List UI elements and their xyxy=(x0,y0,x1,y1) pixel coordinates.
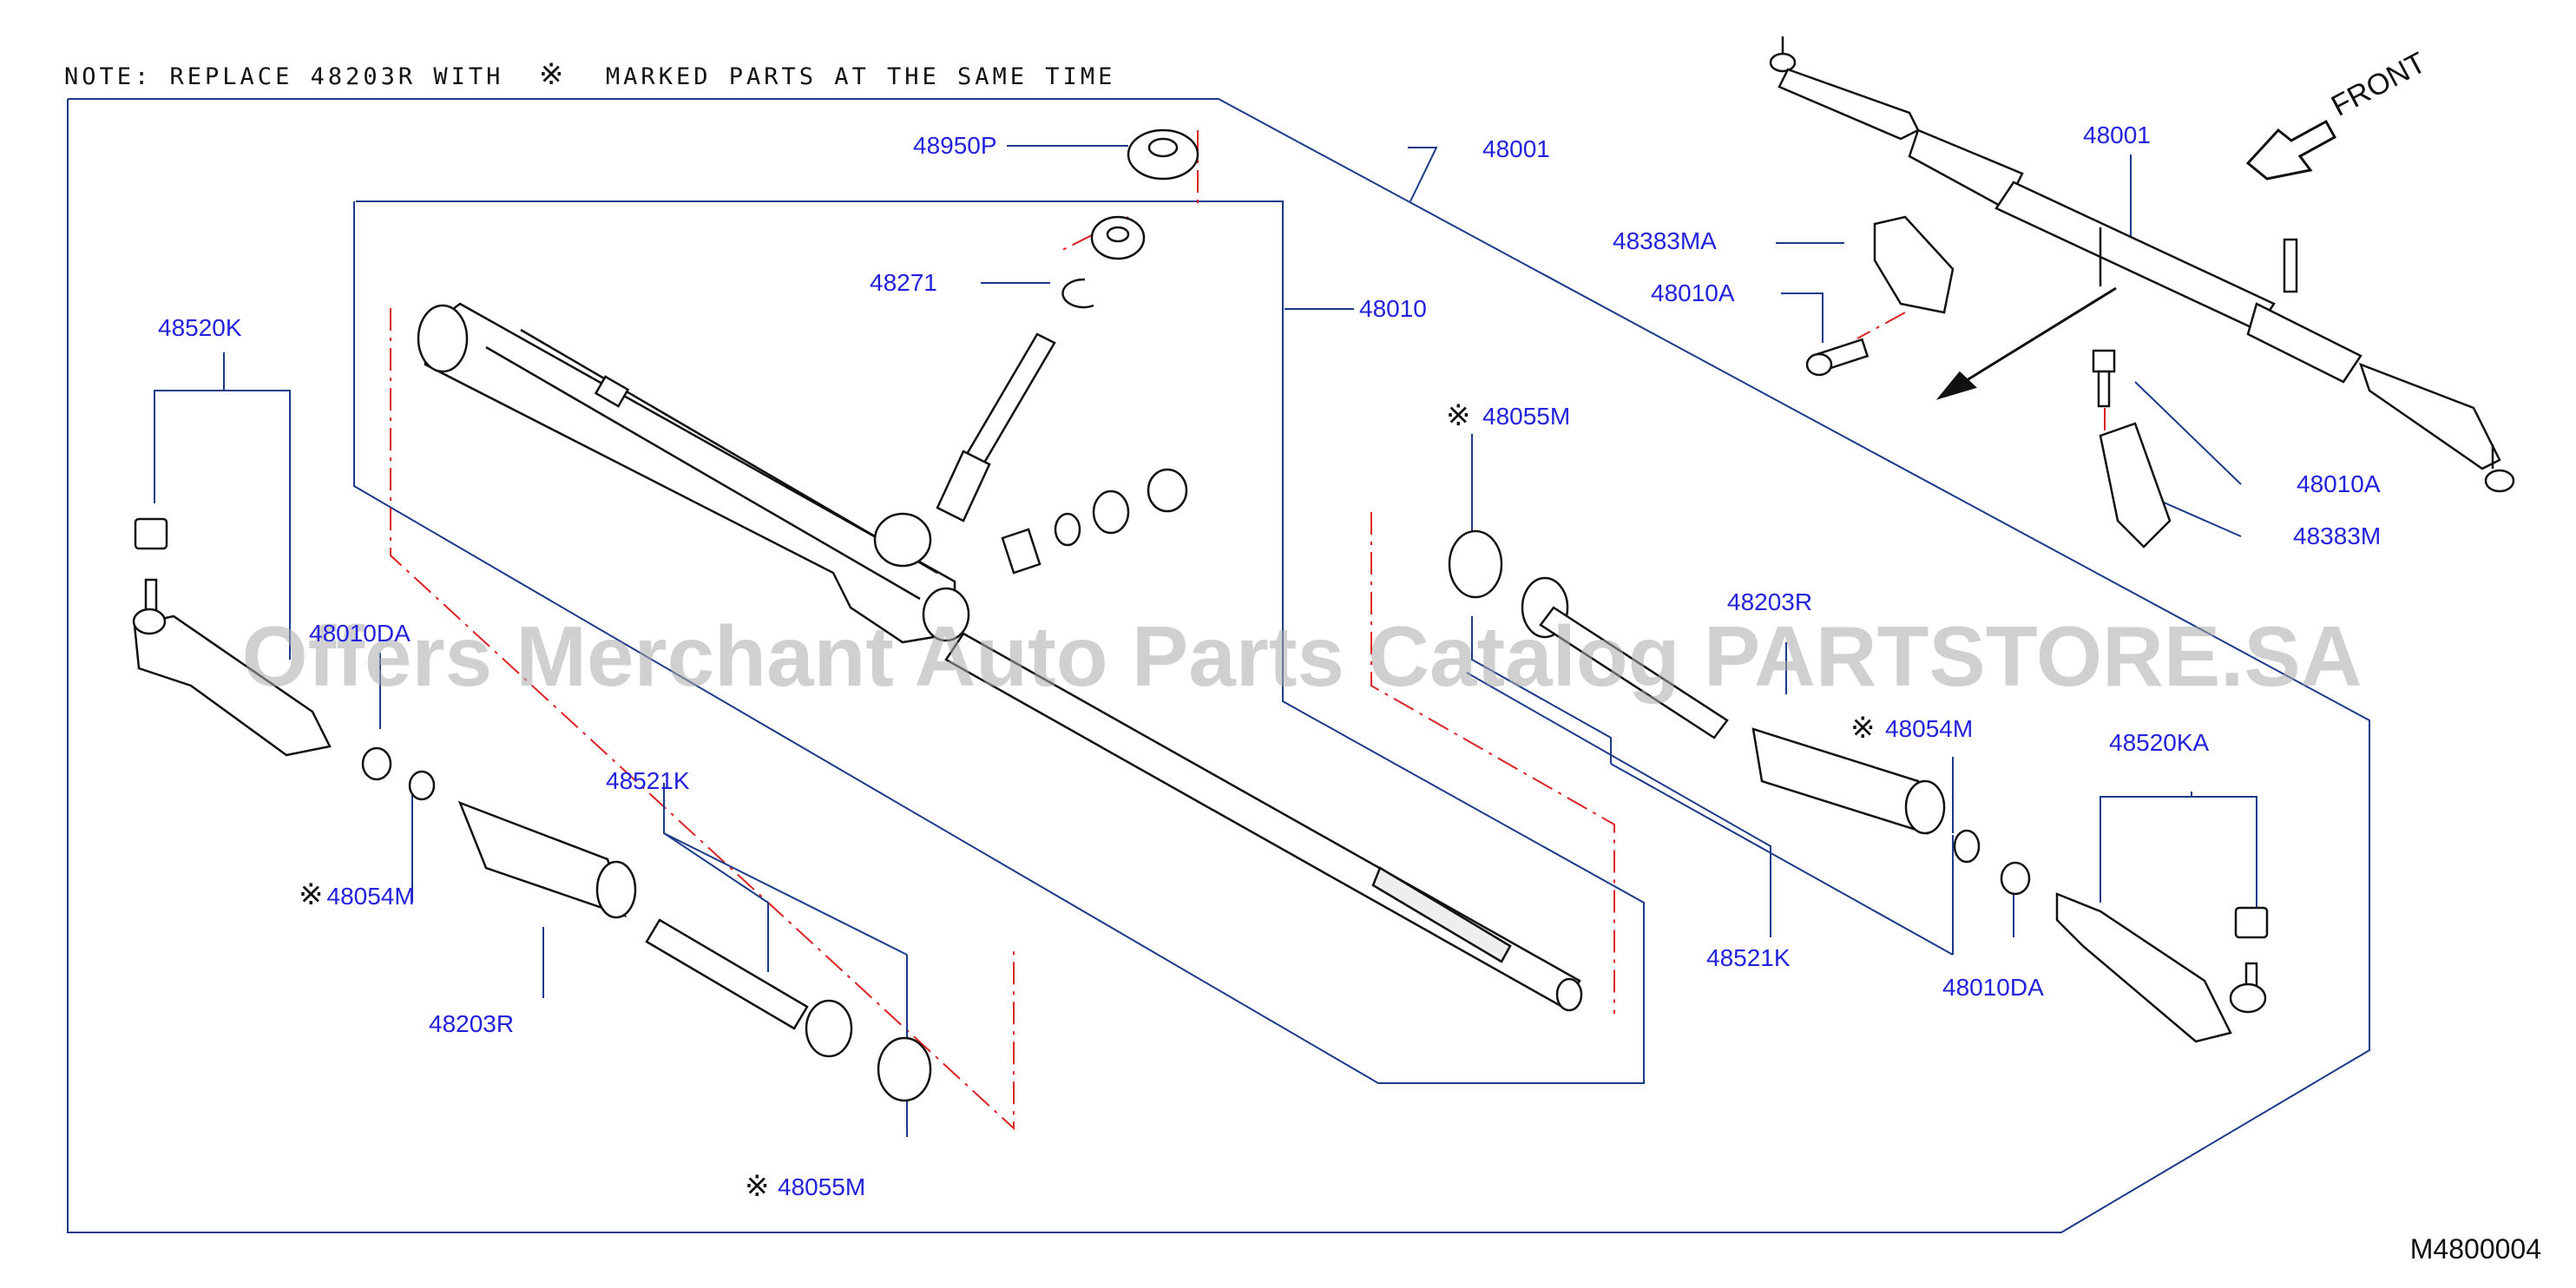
label-48203R-right[interactable]: 48203R xyxy=(1727,588,1813,615)
mark-icon-48054M-right: ※ xyxy=(1850,712,1876,745)
left-tie-rod-parts xyxy=(132,517,932,1102)
label-48055M-left[interactable]: 48055M xyxy=(778,1173,866,1200)
inset-brackets xyxy=(1805,215,2172,549)
label-48521K-left[interactable]: 48521K xyxy=(606,767,690,794)
replacement-note: NOTE: REPLACE 48203R WITH ※ MARKED PARTS… xyxy=(64,57,1115,92)
right-tie-rod-parts xyxy=(1448,529,2269,1043)
label-48001-inset[interactable]: 48001 xyxy=(2083,122,2151,148)
note-mark-icon: ※ xyxy=(538,57,568,92)
rack-bar xyxy=(944,632,1583,1012)
label-48010A-upper[interactable]: 48010A xyxy=(1651,279,1735,306)
label-48054M-left[interactable]: ※48054M xyxy=(299,878,415,911)
label-48383M[interactable]: 48383M xyxy=(2293,522,2382,549)
assembly-boundary-48001 xyxy=(67,98,2370,1233)
label-48520K[interactable]: 48520K xyxy=(158,314,242,341)
centerlines xyxy=(390,130,2106,1131)
label-48010A-lower[interactable]: 48010A xyxy=(2297,470,2381,497)
label-48271[interactable]: 48271 xyxy=(870,269,937,296)
label-48203R-left[interactable]: 48203R xyxy=(429,1010,515,1037)
label-48383MA[interactable]: 48383MA xyxy=(1613,227,1717,254)
label-48010DA-right[interactable]: 48010DA xyxy=(1942,974,2044,1001)
label-48054M-right[interactable]: 48054M xyxy=(1885,715,1974,742)
mark-icon: ※ xyxy=(299,878,324,911)
note-suffix: MARKED PARTS AT THE SAME TIME xyxy=(605,63,1116,90)
front-arrows xyxy=(1935,119,2337,400)
label-48055M-right[interactable]: 48055M xyxy=(1482,403,1571,430)
label-48950P[interactable]: 48950P xyxy=(913,132,997,159)
leader-lines xyxy=(154,145,2257,1137)
label-48520KA[interactable]: 48520KA xyxy=(2109,729,2210,756)
note-prefix: NOTE: REPLACE 48203R WITH xyxy=(64,63,504,90)
figure-id: M4800004 xyxy=(2409,1233,2541,1265)
label-48010DA-left[interactable]: 48010DA xyxy=(309,620,411,647)
label-48001-main[interactable]: 48001 xyxy=(1482,135,1550,162)
label-48521K-right[interactable]: 48521K xyxy=(1706,944,1791,971)
rack-housing xyxy=(417,302,970,644)
inset-steering-gear xyxy=(1769,36,2515,493)
assembly-boundary-48010 xyxy=(353,200,1645,1084)
label-48010[interactable]: 48010 xyxy=(1359,295,1427,322)
mark-icon-48055M-left: ※ xyxy=(745,1170,770,1203)
pinion-parts xyxy=(936,128,1199,575)
mark-icon-48055M-right: ※ xyxy=(1446,399,1471,432)
